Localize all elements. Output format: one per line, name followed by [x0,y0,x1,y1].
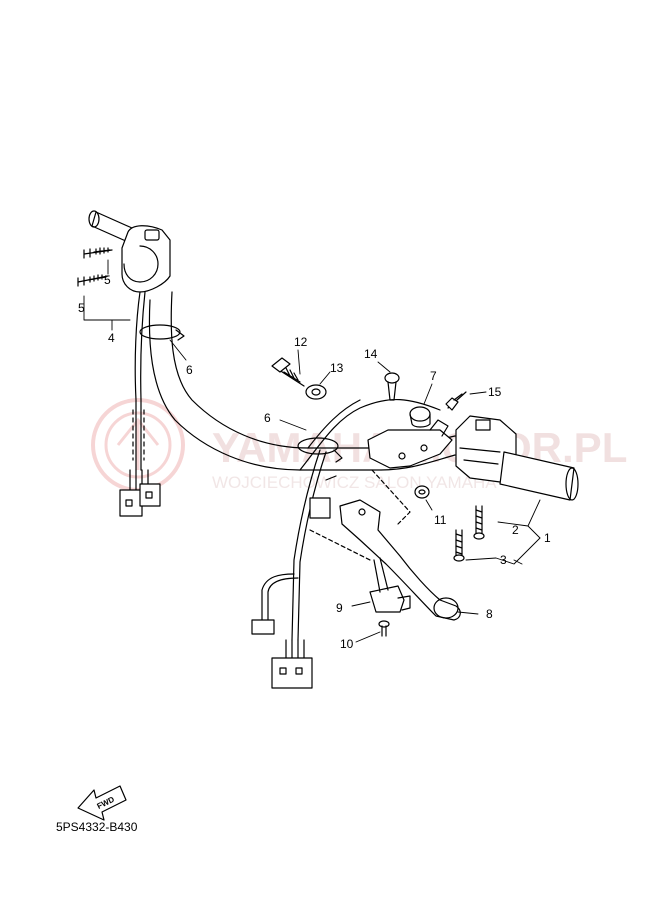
callout-7: 7 [430,369,437,383]
lever-bracket [409,406,431,428]
left-cable-band [139,324,185,341]
bracket-screw [384,372,400,401]
callout-2: 2 [512,523,519,537]
brake-switch-lead [309,469,411,561]
holder-nut [414,485,430,499]
right-switch-screws [453,505,485,562]
callout-13: 11 [434,513,447,527]
lever-holder [367,419,453,469]
right-wire-harness [251,449,337,689]
callout-15: 15 [488,385,502,399]
leader-lines [83,259,541,643]
callout-9: 9 [336,601,343,615]
diagram-code: 5PS4332-B430 [56,820,138,834]
callout-8: 8 [486,607,493,621]
callout-1: 1 [544,531,551,545]
front-brake-lever [339,499,461,621]
callout-10: 12 [294,335,308,349]
switch-screw-top [445,391,467,411]
callout-3: 3 [500,553,507,567]
left-switch-screws [77,247,113,287]
callout-6b: 6 [264,411,271,425]
callout-11: 13 [330,361,344,375]
callout-5b: 5 [78,301,85,315]
right-grip [499,451,579,501]
lever-nut [305,384,327,400]
callout-5a: 5 [104,273,111,287]
callout-6a: 6 [186,363,193,377]
switch-screw-bottom [378,620,390,637]
callout-4: 4 [108,331,115,345]
callout-14: 10 [340,637,354,651]
right-cable-band [297,437,343,463]
left-handlebar-switch [121,225,171,293]
fwd-arrow-icon [77,785,127,821]
left-wire-harness [119,291,161,517]
callout-labels: 5 5 4 6 6 12 13 14 7 15 1 2 3 11 8 9 10 … [78,273,551,811]
watermark-subtext: WOJCIECHOWICZ SALON YAMAHA [212,473,497,492]
front-brake-switch [369,557,411,613]
lever-pivot-bolt [271,357,305,387]
callout-12: 14 [364,347,378,361]
